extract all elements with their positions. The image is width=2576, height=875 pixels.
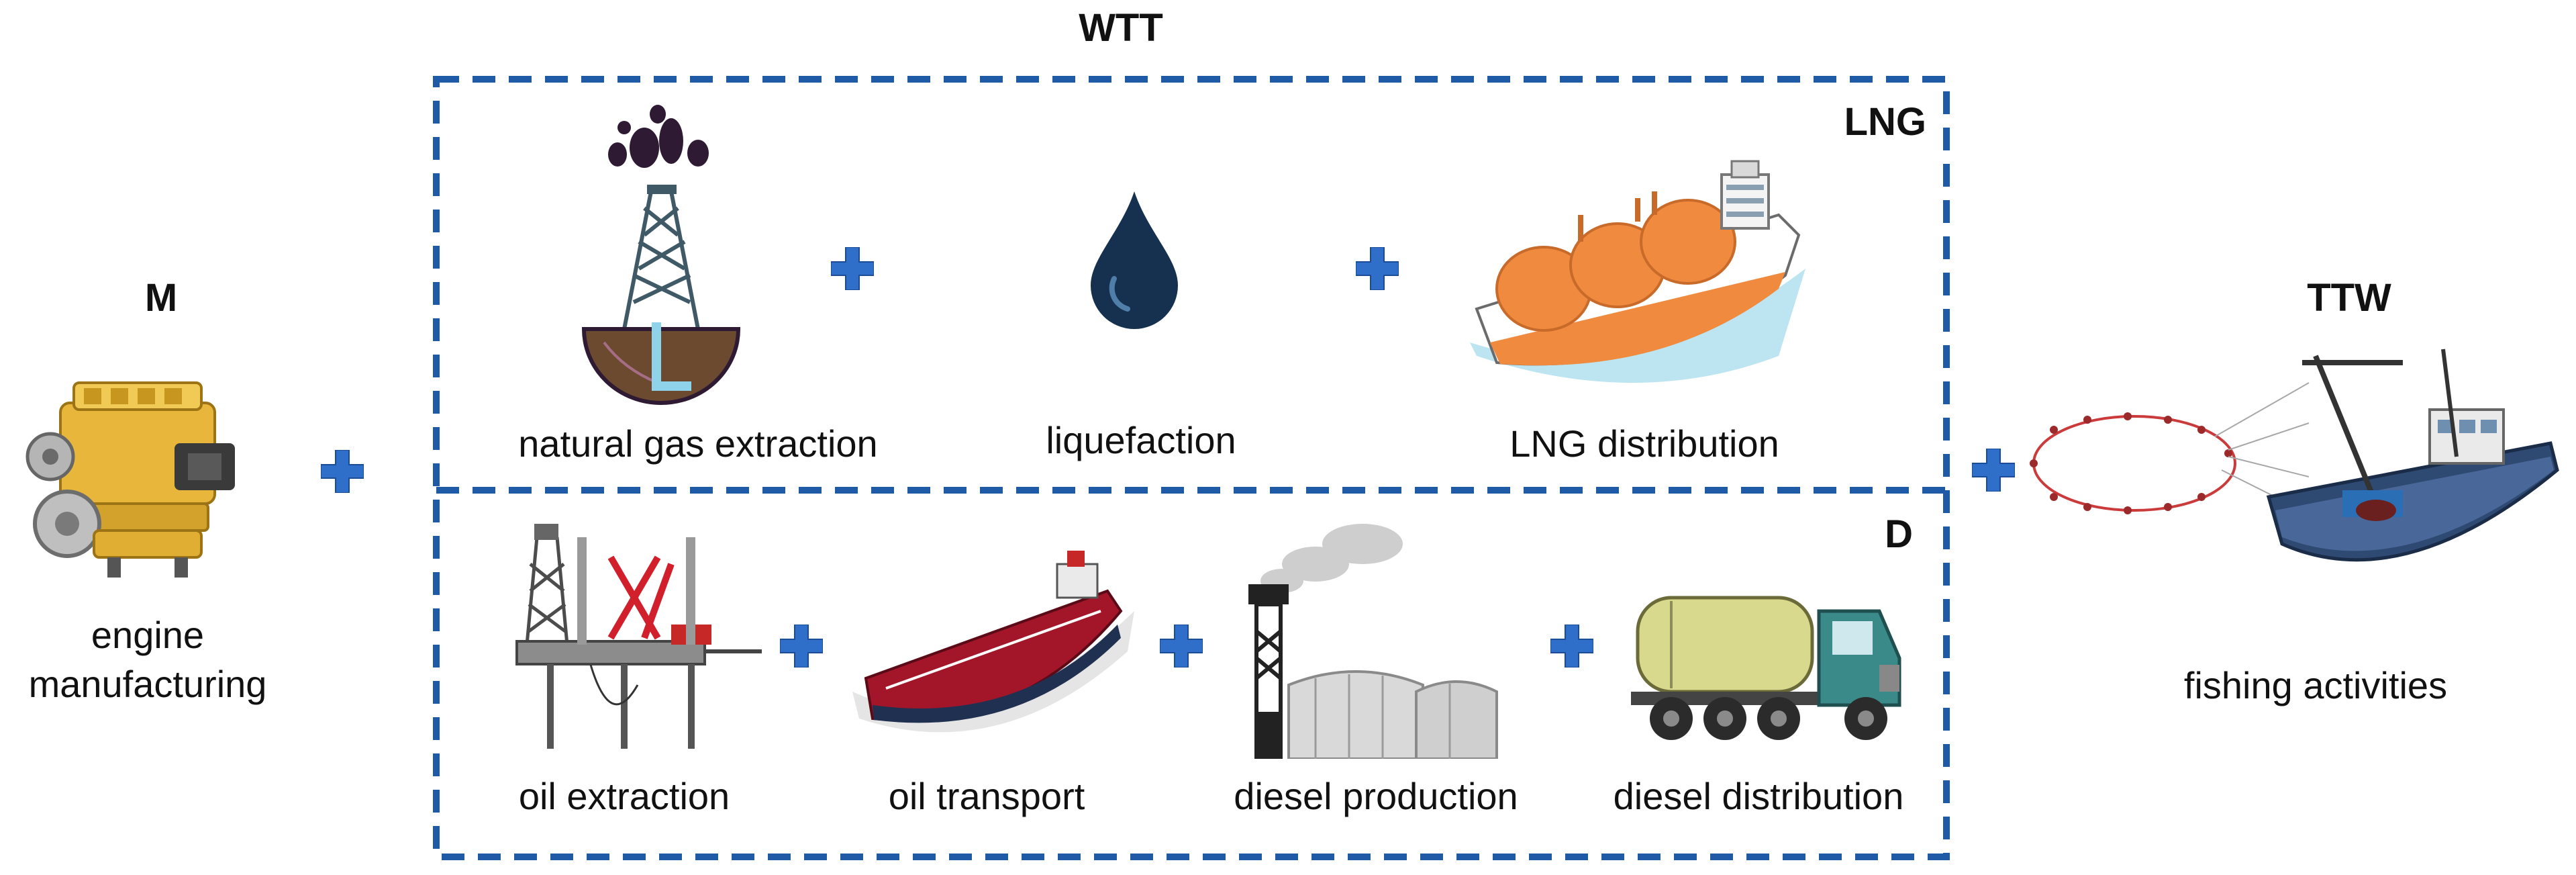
plus-icon-m-wtt (321, 450, 364, 493)
lng-step-liquefaction: liquefaction (1046, 419, 1236, 461)
plus-icon-d-1 (780, 625, 823, 667)
diesel-label: D (1885, 512, 1913, 556)
engine-icon (26, 381, 235, 578)
refinery-icon (1248, 524, 1498, 759)
diesel-step-oil-transport: oil transport (888, 775, 1085, 817)
oil-tanker-icon (852, 551, 1134, 733)
ttw-label: fishing activities (2183, 664, 2448, 706)
fuel-truck-icon (1631, 596, 1901, 740)
fishing-boat-icon (2030, 349, 2559, 562)
lng-step-lng-distribution: LNG distribution (1509, 422, 1779, 465)
lng-carrier-icon (1470, 160, 1805, 383)
plus-icon-d-2 (1160, 625, 1203, 667)
plus-icon-lng-2 (1356, 247, 1399, 290)
wtt-title: WTT (1079, 6, 1163, 50)
plus-icon-d-3 (1550, 625, 1593, 667)
manufacturing-label: engine manufacturing (0, 611, 295, 709)
diesel-step-diesel-production: diesel production (1234, 775, 1518, 817)
diesel-step-oil-extraction: oil extraction (518, 775, 730, 817)
plus-icon-wtt-ttw (1972, 449, 2015, 492)
manufacturing-label-line1: engine (91, 614, 205, 656)
lng-label: LNG (1844, 100, 1926, 144)
droplet-icon (1091, 191, 1178, 329)
ttw-title: TTW (2307, 276, 2391, 320)
gas-well-icon (581, 105, 741, 405)
manufacturing-label-line2: manufacturing (28, 662, 267, 705)
plus-icon-lng-1 (831, 247, 874, 290)
manufacturing-title: M (144, 276, 178, 320)
lng-step-natural-gas-extraction: natural gas extraction (518, 422, 878, 465)
oil-rig-icon (515, 524, 762, 749)
diesel-step-diesel-distribution: diesel distribution (1613, 775, 1904, 817)
